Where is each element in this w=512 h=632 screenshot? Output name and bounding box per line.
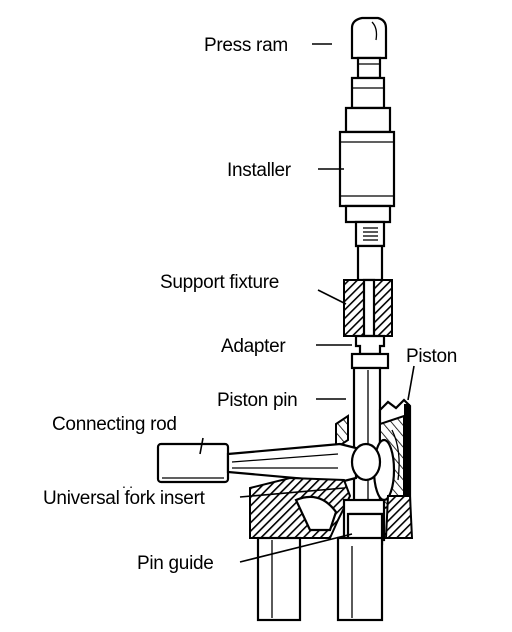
installer bbox=[338, 106, 396, 282]
adapter bbox=[350, 334, 390, 370]
label-press-ram: Press ram bbox=[204, 35, 288, 56]
label-piston-pin: Piston pin bbox=[217, 390, 297, 411]
label-connecting-rod: Connecting rod bbox=[52, 414, 177, 435]
leader-lines bbox=[199, 43, 415, 563]
piston-pin bbox=[352, 366, 382, 518]
support-legs bbox=[256, 536, 384, 622]
support-fixture bbox=[343, 278, 393, 338]
label-piston: Piston bbox=[406, 346, 457, 367]
dot-marks: . . bbox=[122, 475, 133, 491]
thread-marks bbox=[363, 227, 378, 241]
label-support-fixture: Support fixture bbox=[160, 272, 279, 293]
label-installer: Installer bbox=[227, 160, 292, 181]
press-ram bbox=[350, 16, 388, 110]
label-universal-fork-insert: Universal fork insert bbox=[43, 488, 206, 509]
label-adapter: Adapter bbox=[221, 336, 286, 357]
label-pin-guide: Pin guide bbox=[137, 553, 214, 574]
connecting-rod bbox=[156, 442, 382, 484]
